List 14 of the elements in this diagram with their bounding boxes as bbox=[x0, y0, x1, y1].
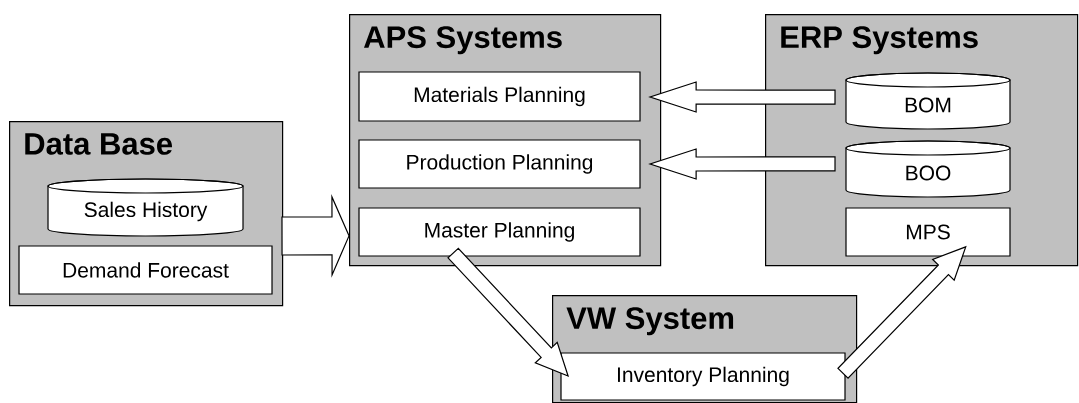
process-box: MPS bbox=[845, 207, 1011, 257]
database-cylinder: BOM bbox=[845, 72, 1011, 130]
database-cylinder: Sales History bbox=[47, 178, 244, 237]
process-box: Master Planning bbox=[358, 207, 641, 257]
block-arrow bbox=[648, 81, 836, 113]
process-box: Materials Planning bbox=[358, 71, 641, 122]
database-cylinder: BOO bbox=[845, 140, 1011, 198]
block-arrow bbox=[837, 245, 967, 379]
block-arrow bbox=[447, 247, 570, 378]
block-arrow bbox=[281, 194, 350, 278]
process-box: Demand Forecast bbox=[18, 245, 273, 295]
block-arrow bbox=[648, 148, 836, 180]
process-box: Production Planning bbox=[358, 139, 641, 189]
process-box: Inventory Planning bbox=[560, 352, 846, 401]
